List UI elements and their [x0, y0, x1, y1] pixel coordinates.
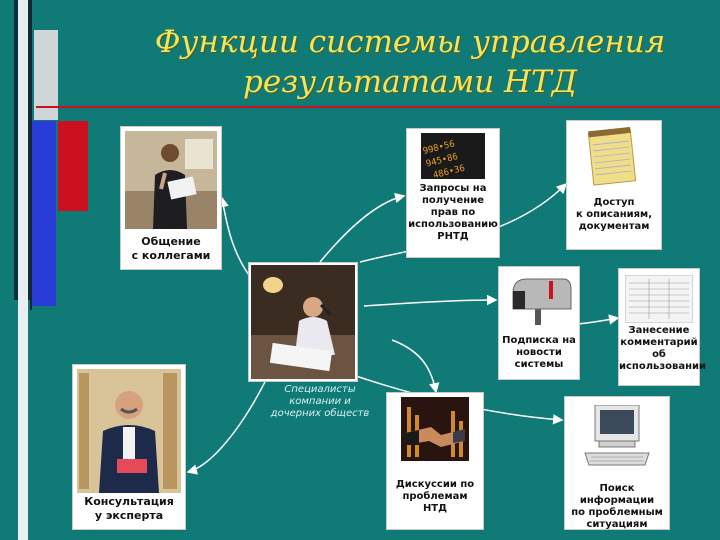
node-docs-access-label: Доступ к описаниям, документам [575, 197, 653, 232]
title-line-2: результатами НТД [243, 64, 577, 100]
node-comments[interactable]: Занесение комментарий об использовании [618, 268, 707, 386]
numbers-photo: 998•56 945•86 486•36 [421, 133, 485, 179]
specialist-photo [251, 265, 355, 379]
node-discussion[interactable]: Дискуссии по проблемам НТД [386, 392, 484, 530]
decor-bar-white [18, 0, 28, 540]
decor-bar-gray [34, 30, 58, 120]
arrow-to-news [363, 294, 498, 307]
node-comments-label: Занесение комментарий об использовании [619, 325, 707, 372]
computer-icon [584, 405, 650, 466]
spreadsheet-icon [625, 275, 693, 323]
handshake-photo [401, 397, 469, 461]
node-info-search[interactable]: Поиск информации по проблемным ситуациям [564, 396, 670, 530]
node-rights-requests-label: Запросы на получение прав по использован… [408, 183, 498, 242]
node-discussion-label: Дискуссии по проблемам НТД [395, 479, 475, 514]
decor-line-red [36, 106, 720, 108]
arrow-to-expert [186, 375, 269, 475]
node-news-subscription[interactable]: Подписка на новости системы [498, 266, 580, 380]
node-docs-access[interactable]: Доступ к описаниям, документам [566, 120, 662, 250]
node-expert-consultation-label: Консультация у эксперта [84, 495, 174, 522]
notepad-icon [587, 127, 637, 186]
node-colleagues[interactable]: Общение с коллегами [120, 126, 222, 270]
node-expert-consultation[interactable]: Консультация у эксперта [72, 364, 186, 530]
decor-bar-blue [30, 121, 56, 306]
decor-line-dark [30, 0, 32, 310]
node-news-subscription-label: Подписка на новости системы [502, 335, 576, 370]
title-line-1: Функции системы управления [154, 24, 666, 60]
arrow-to-discussion [391, 339, 440, 394]
hub-specialists[interactable] [248, 262, 358, 382]
mailbox-icon [512, 278, 572, 325]
hub-specialists-label: Специалисты компании и дочерних обществ [270, 384, 370, 419]
node-colleagues-label: Общение с коллегами [131, 235, 211, 262]
node-info-search-label: Поиск информации по проблемным ситуациям [571, 483, 663, 530]
arrow-news-to-comments [577, 314, 620, 325]
slide-title: Функции системы управления результатами … [120, 22, 700, 102]
businesswoman-photo [125, 131, 217, 229]
node-rights-requests[interactable]: 998•56 945•86 486•36 Запросы на получени… [406, 128, 500, 258]
decor-bar-red [58, 121, 88, 211]
arrow-to-rights [319, 192, 406, 263]
expert-photo [77, 369, 181, 493]
